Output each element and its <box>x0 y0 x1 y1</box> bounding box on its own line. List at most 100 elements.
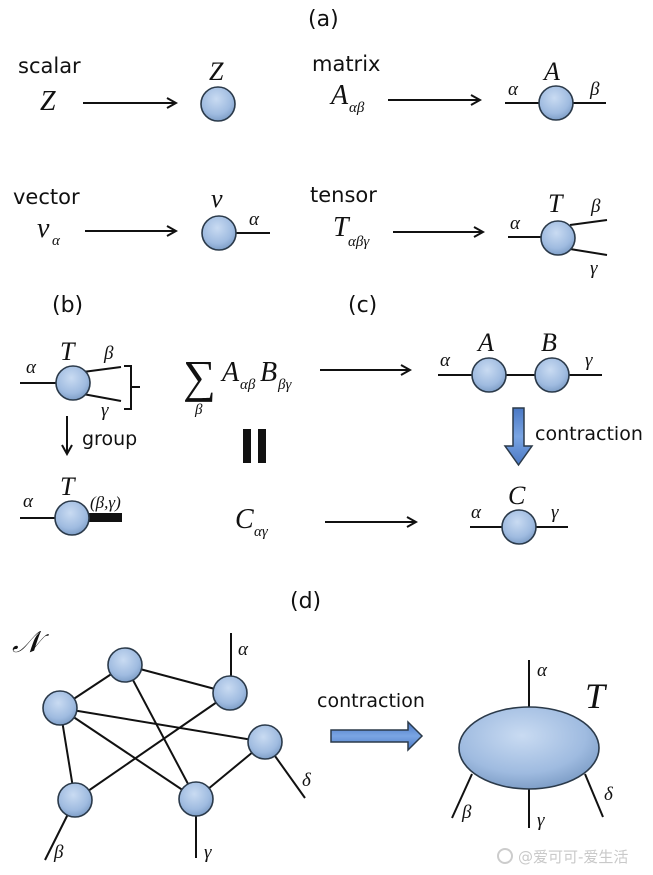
tensor-node-label: T <box>548 189 564 218</box>
term-b: B <box>260 357 277 388</box>
contraction-chain: A B α γ contraction C α γ <box>438 328 643 545</box>
group-top-leg-alpha: α <box>26 357 37 378</box>
contracted-leg-gamma: γ <box>537 810 545 831</box>
vector-subscript: α <box>52 233 61 249</box>
panel-d-label: (d) <box>290 589 321 614</box>
matrix-subscript: αβ <box>349 100 365 116</box>
contracted-leg-beta: β <box>461 802 472 823</box>
matrix-leg-alpha: α <box>508 79 519 100</box>
tensor-example: tensor T αβγ T α β γ <box>310 183 608 279</box>
contracted-leg-alpha: α <box>537 660 548 681</box>
vector-example: vector v α v α <box>13 184 270 251</box>
network-leg-beta: β <box>53 842 64 863</box>
group-top-leg-beta-line <box>82 366 122 373</box>
chain-node-b-label: B <box>541 328 557 357</box>
equals-sign <box>243 429 266 463</box>
scalar-node <box>200 86 236 122</box>
result-node <box>501 509 537 545</box>
group-bottom-fat-leg <box>85 513 122 522</box>
group-top-leg-gamma: γ <box>101 400 109 421</box>
network-node <box>212 675 248 711</box>
bond <box>59 707 266 743</box>
group-top-leg-beta: β <box>103 343 114 364</box>
result-subscript: αγ <box>254 524 269 540</box>
matrix-node <box>538 85 574 121</box>
panel-b-label: (b) <box>52 293 83 318</box>
contraction-equation: ∑ β A αβ B βγ C αγ <box>183 351 416 540</box>
group-label: group <box>82 428 137 450</box>
network-node <box>178 781 214 817</box>
chain-node-a <box>471 357 507 393</box>
contraction-label-c: contraction <box>535 423 643 445</box>
result-symbol: C <box>235 504 254 535</box>
vector-node-label: v <box>211 184 223 213</box>
scalar-node-label: Z <box>209 57 224 86</box>
vector-leg-alpha: α <box>249 209 260 230</box>
contraction-arrow-down <box>503 407 534 467</box>
tensor-leg-gamma-line <box>569 248 608 256</box>
bond <box>124 664 231 694</box>
contraction-label-d: contraction <box>317 690 425 712</box>
vector-symbol: v <box>37 213 50 244</box>
group-bracket <box>124 365 140 410</box>
sum-symbol: ∑ <box>183 351 216 402</box>
group-top-node-label: T <box>60 337 76 366</box>
bond <box>124 664 197 800</box>
tensor-network: 𝒩 α β γ δ <box>12 626 312 863</box>
grouping-example: T α β γ group T α (β,γ) <box>20 337 140 536</box>
term-a: A <box>220 357 240 388</box>
scalar-symbol: Z <box>40 86 56 117</box>
term-a-subscript: αβ <box>240 377 256 393</box>
contracted-tensor-label: T <box>585 676 608 716</box>
group-bottom-leg-alpha: α <box>23 491 34 512</box>
watermark-text: @爱可可-爱生活 <box>518 848 628 866</box>
vector-title: vector <box>13 185 80 209</box>
scalar-example: scalar Z Z <box>18 54 236 122</box>
bond <box>74 692 231 801</box>
group-bottom-leg-beta-gamma: (β,γ) <box>90 493 121 512</box>
network-leg-delta: δ <box>302 770 312 791</box>
chain-node-a-label: A <box>476 328 494 357</box>
matrix-title: matrix <box>312 52 380 76</box>
watermark: @爱可可-爱生活 <box>497 848 628 866</box>
network-label: 𝒩 <box>12 626 50 659</box>
contracted-tensor-node <box>458 706 600 790</box>
contraction-arrow-right <box>330 720 424 752</box>
contracted-leg-delta: δ <box>604 784 614 805</box>
tensor-leg-beta-line <box>451 773 473 819</box>
tensor-leg-beta-line <box>569 219 608 226</box>
network-node <box>107 647 143 683</box>
tensor-node <box>540 220 576 256</box>
panel-c-label: (c) <box>348 293 377 318</box>
weibo-icon <box>497 848 513 864</box>
matrix-leg-beta: β <box>589 79 600 100</box>
result-leg-alpha: α <box>471 502 482 523</box>
contracted-tensor: T α β γ δ <box>451 660 614 831</box>
network-leg-alpha: α <box>238 639 249 660</box>
group-top-leg-gamma-line <box>82 393 122 402</box>
group-bottom-node-label: T <box>60 472 76 501</box>
tensor-leg-alpha: α <box>510 213 521 234</box>
chain-leg-gamma: γ <box>585 350 593 371</box>
term-b-subscript: βγ <box>277 377 292 393</box>
matrix-symbol: A <box>329 80 349 111</box>
scalar-title: scalar <box>18 54 81 78</box>
result-node-label: C <box>508 481 526 510</box>
network-leg-gamma: γ <box>204 842 212 863</box>
group-top-node <box>55 365 91 401</box>
tensor-leg-gamma: γ <box>590 258 598 279</box>
chain-leg-alpha: α <box>440 350 451 371</box>
panel-a-label: (a) <box>308 7 339 32</box>
tensor-symbol: T <box>333 212 351 243</box>
result-leg-gamma: γ <box>551 502 559 523</box>
tensor-title: tensor <box>310 183 377 207</box>
vector-node <box>201 215 237 251</box>
chain-node-b <box>534 357 570 393</box>
tensor-leg-delta-line <box>584 773 604 818</box>
network-node <box>42 690 78 726</box>
sum-index: β <box>194 402 203 418</box>
tensor-subscript: αβγ <box>348 234 370 250</box>
group-bottom-node <box>54 500 90 536</box>
tensor-leg-beta: β <box>590 196 601 217</box>
